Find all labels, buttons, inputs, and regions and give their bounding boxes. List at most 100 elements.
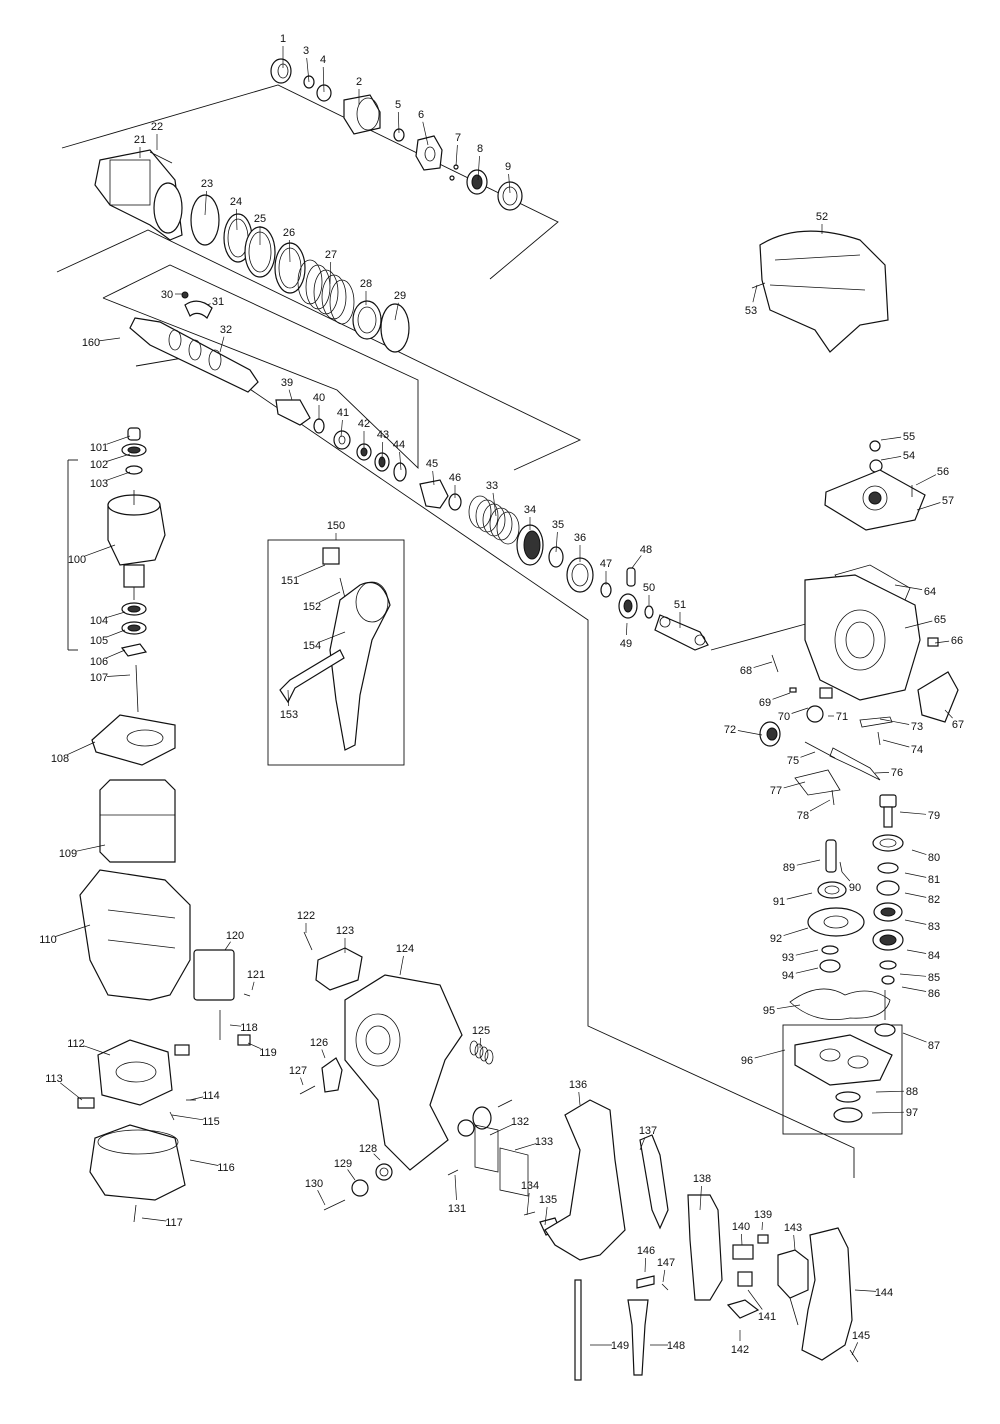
part-label-108: 108	[51, 753, 69, 765]
part-label-144: 144	[875, 1287, 893, 1299]
barrel-assembly	[94, 58, 523, 353]
leader-line-7	[455, 144, 458, 167]
part-label-57: 57	[942, 495, 954, 507]
part-label-83: 83	[928, 921, 940, 933]
part-label-70: 70	[778, 711, 790, 723]
part-label-73: 73	[911, 721, 923, 733]
leader-line-110	[55, 924, 91, 937]
leader-line-49	[626, 622, 628, 636]
part-label-9: 9	[505, 161, 511, 173]
part-label-31: 31	[212, 296, 224, 308]
part-label-36: 36	[574, 532, 586, 544]
leader-line-129	[347, 1169, 356, 1181]
leader-line-70	[791, 707, 809, 714]
part-label-102: 102	[90, 459, 108, 471]
part-label-140: 140	[732, 1221, 750, 1233]
part-label-115: 115	[202, 1116, 220, 1128]
leader-line-154	[319, 631, 346, 643]
part-label-29: 29	[394, 290, 406, 302]
part-label-35: 35	[552, 519, 564, 531]
leader-line-80	[911, 849, 927, 855]
leader-line-145	[851, 1342, 859, 1356]
leader-line-83	[904, 919, 927, 925]
part-label-79: 79	[928, 810, 940, 822]
part-label-82: 82	[928, 894, 940, 906]
part-label-86: 86	[928, 988, 940, 1000]
part-label-95: 95	[763, 1005, 775, 1017]
part-label-130: 130	[305, 1178, 323, 1190]
leader-line-147	[662, 1269, 666, 1283]
part-label-42: 42	[358, 418, 370, 430]
leader-line-140	[741, 1233, 743, 1246]
part-label-69: 69	[759, 697, 771, 709]
part-label-90: 90	[849, 882, 861, 894]
leader-line-57	[916, 502, 941, 511]
leader-line-97	[871, 1111, 905, 1114]
part-label-138: 138	[693, 1173, 711, 1185]
part-label-121: 121	[247, 969, 265, 981]
part-label-112: 112	[67, 1038, 85, 1050]
part-label-77: 77	[770, 785, 782, 797]
leader-line-23	[204, 190, 207, 216]
part-label-8: 8	[477, 143, 483, 155]
part-label-126: 126	[310, 1037, 328, 1049]
leader-line-94	[795, 967, 819, 974]
leader-line-27	[329, 261, 332, 285]
motor-assembly	[77, 427, 251, 1223]
part-label-105: 105	[90, 635, 108, 647]
leader-line-67	[944, 709, 953, 719]
part-label-50: 50	[643, 582, 655, 594]
part-label-119: 119	[259, 1047, 277, 1059]
leader-line-124	[399, 955, 404, 976]
leader-line-72	[737, 730, 763, 736]
part-label-136: 136	[569, 1079, 587, 1091]
part-label-3: 3	[303, 45, 309, 57]
leader-line-35	[555, 531, 558, 553]
leader-line-87	[902, 1032, 927, 1043]
leader-line-102	[106, 453, 131, 462]
part-label-133: 133	[535, 1136, 553, 1148]
leader-line-153	[287, 689, 290, 707]
leader-line-56	[915, 474, 937, 486]
leader-line-43	[381, 441, 384, 461]
part-label-25: 25	[254, 213, 266, 225]
part-label-154: 154	[303, 640, 321, 652]
part-label-141: 141	[758, 1311, 776, 1323]
leader-line-78	[809, 799, 831, 812]
part-label-49: 49	[620, 638, 632, 650]
leader-line-90	[841, 871, 851, 882]
leader-line-66	[934, 640, 950, 644]
part-label-97: 97	[906, 1107, 918, 1119]
leader-line-48	[631, 555, 642, 569]
part-label-137: 137	[639, 1125, 657, 1137]
part-label-101: 101	[90, 442, 108, 454]
leader-line-132	[489, 1124, 513, 1136]
part-label-32: 32	[220, 324, 232, 336]
leader-line-96	[754, 1049, 786, 1059]
leader-line-117	[141, 1217, 167, 1222]
leader-line-79	[899, 811, 927, 815]
leader-line-91	[786, 892, 813, 900]
part-label-48: 48	[640, 544, 652, 556]
leader-line-32	[219, 336, 225, 353]
part-label-33: 33	[486, 480, 498, 492]
spindle-assembly	[129, 291, 407, 482]
side-handle-assembly	[279, 547, 391, 751]
part-label-142: 142	[731, 1344, 749, 1356]
leader-line-77	[783, 781, 806, 789]
leader-line-151	[297, 564, 326, 578]
part-label-46: 46	[449, 472, 461, 484]
leader-line-134	[526, 1192, 530, 1216]
leader-line-4	[322, 66, 325, 93]
leader-line-160	[98, 337, 121, 342]
part-label-66: 66	[951, 635, 963, 647]
leader-line-118	[229, 1024, 242, 1027]
part-label-88: 88	[906, 1086, 918, 1098]
leader-line-115	[171, 1114, 204, 1121]
part-label-41: 41	[337, 407, 349, 419]
part-label-51: 51	[674, 599, 686, 611]
part-label-6: 6	[418, 109, 424, 121]
part-label-100: 100	[68, 554, 86, 566]
part-label-71: 71	[836, 711, 848, 723]
